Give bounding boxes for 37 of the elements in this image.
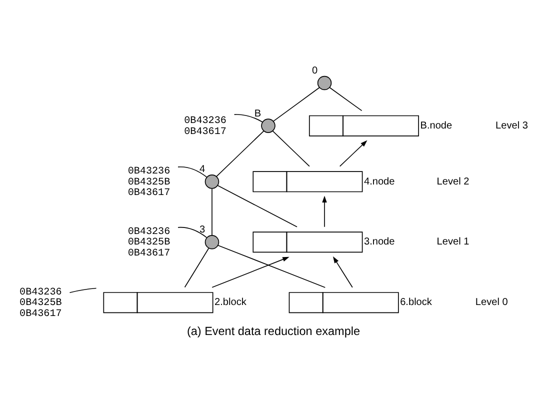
connector bbox=[178, 226, 208, 238]
node-label: 3 bbox=[200, 224, 206, 236]
node-circle bbox=[204, 174, 220, 189]
label: Level 1 bbox=[436, 236, 470, 248]
node-text: 0B43236 0B43617 bbox=[184, 116, 226, 138]
node-circle bbox=[261, 118, 276, 133]
connector bbox=[216, 130, 264, 177]
node-label: 3.node bbox=[364, 236, 395, 248]
arrow bbox=[322, 196, 327, 228]
connector bbox=[184, 248, 210, 288]
arrow bbox=[332, 256, 353, 288]
node-label: B bbox=[254, 108, 262, 120]
node-text: 0B43236 0B4325B 0B43617 bbox=[128, 166, 170, 200]
connector bbox=[234, 114, 263, 122]
connector bbox=[218, 244, 326, 288]
node-label: 4.node bbox=[364, 176, 395, 188]
node-label: B.node bbox=[420, 120, 452, 132]
arrow bbox=[212, 256, 290, 288]
node-label: 4 bbox=[200, 164, 206, 176]
node-text: 0B43236 0B4325B 0B43617 bbox=[128, 226, 170, 260]
connector bbox=[178, 166, 208, 178]
connector bbox=[217, 185, 298, 228]
label: Level 0 bbox=[475, 297, 508, 308]
connector bbox=[69, 288, 97, 294]
node-text: 0B43236 0B4325B 0B43617 bbox=[20, 287, 62, 320]
node-label: 2.block bbox=[214, 297, 246, 308]
label: Level 2 bbox=[436, 176, 470, 188]
node-label: 0 bbox=[312, 65, 318, 76]
connector bbox=[329, 87, 362, 112]
node-label: 6.block bbox=[400, 297, 432, 308]
connector bbox=[272, 87, 320, 122]
arrow bbox=[339, 140, 368, 167]
node-circle bbox=[204, 235, 220, 250]
caption: (a) Event data reduction example bbox=[186, 325, 360, 338]
node-circle bbox=[317, 76, 332, 90]
connector bbox=[272, 130, 310, 167]
label: Level 3 bbox=[496, 120, 528, 132]
